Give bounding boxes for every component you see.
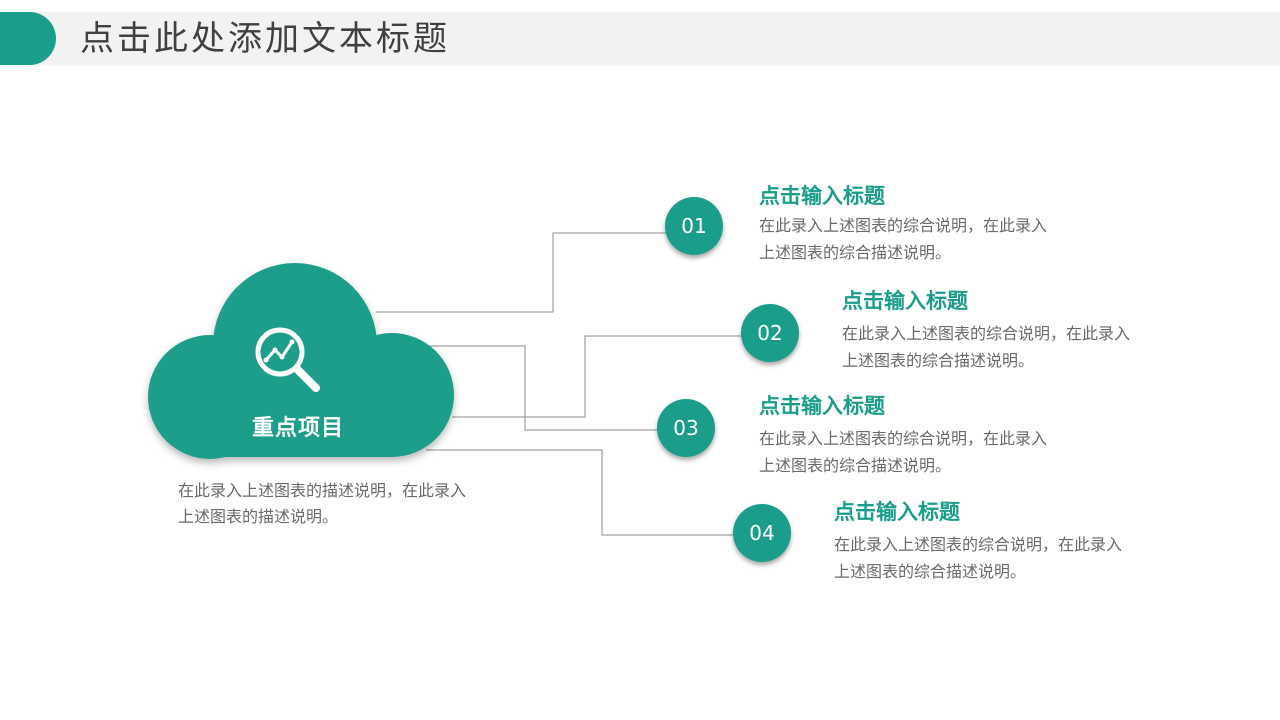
connector-line-02 xyxy=(452,335,746,418)
item-description-04: 在此录入上述图表的综合说明，在此录入上述图表的综合描述说明。 xyxy=(834,535,1123,581)
connector-line-04 xyxy=(426,449,738,536)
connector-line-01 xyxy=(376,232,670,313)
item-title-01[interactable]: 点击输入标题 xyxy=(759,184,885,208)
title-bar xyxy=(0,12,1280,65)
number-circle-03[interactable]: 03 xyxy=(657,399,715,457)
magnifier-chart-icon xyxy=(255,327,320,392)
cloud-label: 重点项目 xyxy=(251,416,344,441)
number-circle-02[interactable]: 02 xyxy=(741,304,799,362)
title-accent-tab xyxy=(0,12,56,65)
page-title[interactable]: 点击此处添加文本标题 xyxy=(80,19,450,59)
item-title-03[interactable]: 点击输入标题 xyxy=(759,394,885,418)
item-description-02: 在此录入上述图表的综合说明，在此录入上述图表的综合描述说明。 xyxy=(842,324,1131,370)
cloud-shape[interactable] xyxy=(148,263,454,459)
number-circle-01[interactable]: 01 xyxy=(665,197,723,255)
number-circle-04[interactable]: 04 xyxy=(733,504,791,562)
item-description-01: 在此录入上述图表的综合说明，在此录入上述图表的综合描述说明。 xyxy=(759,216,1048,262)
cloud-description: 在此录入上述图表的描述说明，在此录入上述图表的描述说明。 xyxy=(178,481,467,526)
connector-line-03 xyxy=(393,345,662,431)
item-title-02[interactable]: 点击输入标题 xyxy=(842,289,968,313)
item-description-03: 在此录入上述图表的综合说明，在此录入上述图表的综合描述说明。 xyxy=(759,429,1048,475)
item-title-04[interactable]: 点击输入标题 xyxy=(834,500,960,524)
